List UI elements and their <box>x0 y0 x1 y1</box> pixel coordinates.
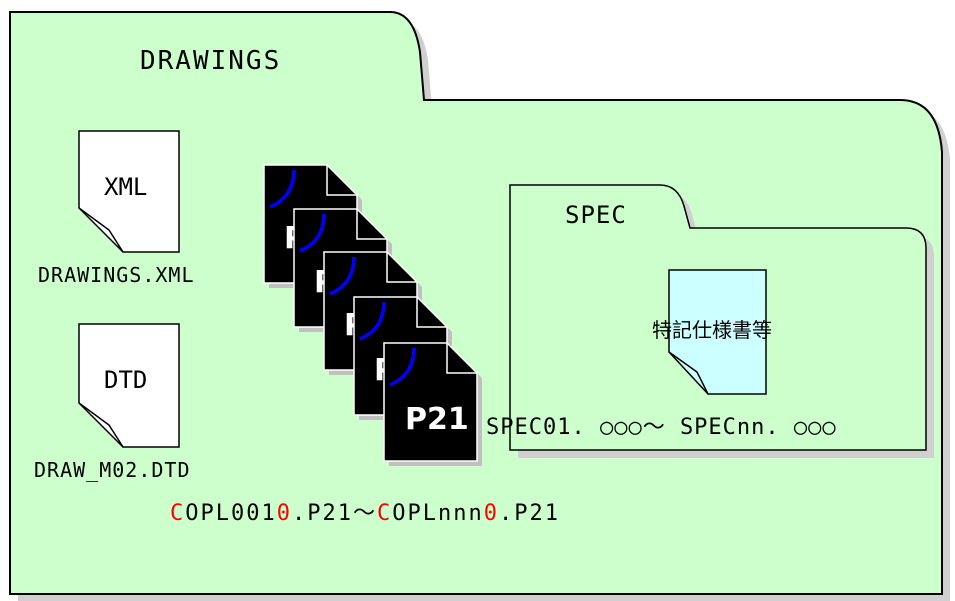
spec-document-label: 特記仕様書等 <box>652 318 772 342</box>
p21-file-range: COPL0010.P21～COPLnnn0.P21 <box>170 495 560 527</box>
range-end-ext: .P21 <box>498 501 560 526</box>
spec-file-range: SPEC01. ○○○～ SPECnn. ○○○ <box>486 415 837 440</box>
range-end-prefix: C <box>376 501 393 526</box>
range-start-body: OPL001 <box>185 501 277 526</box>
range-start-ext: .P21 <box>291 501 353 526</box>
p21-file-stack: PPPP <box>263 164 482 466</box>
xml-file-name: DRAWINGS.XML <box>38 263 195 287</box>
xml-document-type: XML <box>104 173 148 201</box>
spec-document-icon <box>668 269 767 395</box>
range-start-suffix: 0 <box>276 501 292 526</box>
range-end-suffix: 0 <box>483 501 499 526</box>
range-tilde: ～ <box>352 501 377 526</box>
spec-folder-title: SPEC <box>565 201 627 229</box>
range-end-body: OPLnnn <box>392 501 484 526</box>
p21-document-icon <box>383 342 482 466</box>
dtd-document-type: DTD <box>104 366 148 394</box>
xml-document-icon <box>78 130 180 253</box>
drawings-folder-title: DRAWINGS <box>140 46 282 76</box>
p21-file-label: P21 <box>405 402 469 437</box>
dtd-file-name: DRAW_M02.DTD <box>34 458 191 482</box>
range-start-prefix: C <box>170 501 186 526</box>
dtd-document-icon <box>78 323 180 448</box>
